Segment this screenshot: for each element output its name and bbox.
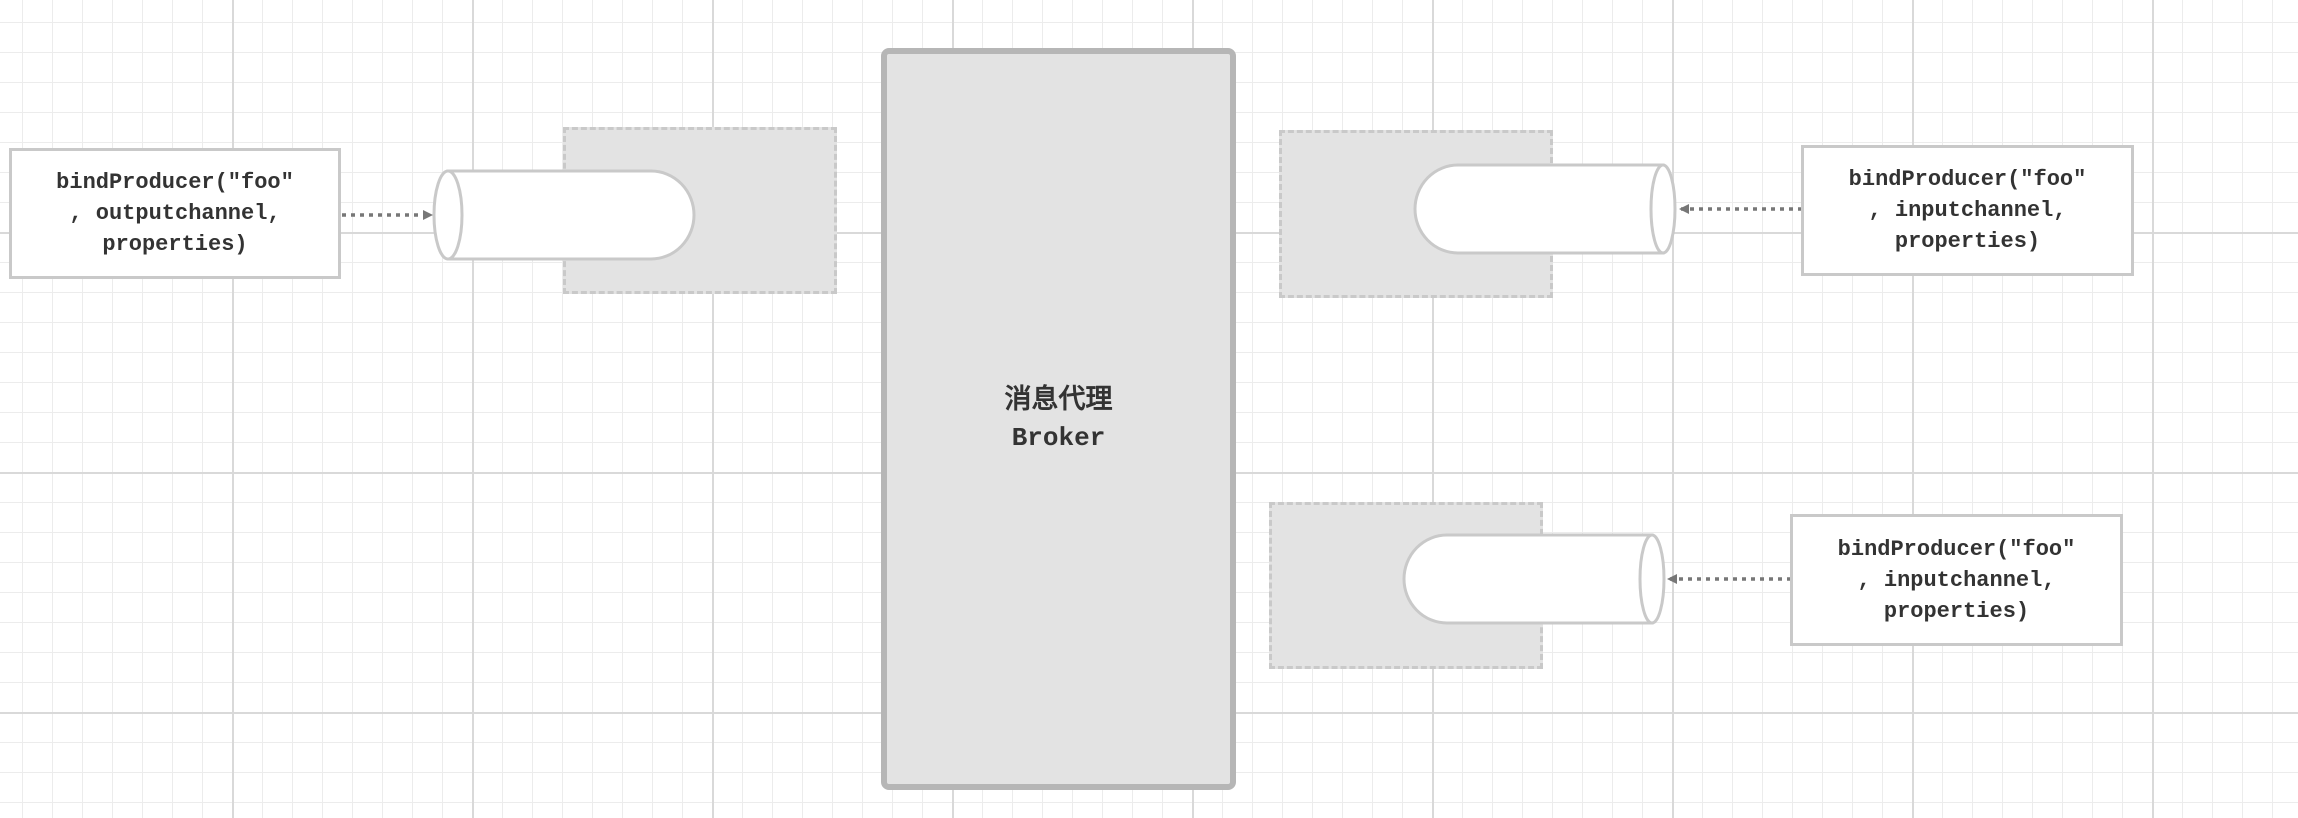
broker-title-en: Broker	[1011, 423, 1106, 453]
producer-call-line-3: properties)	[102, 232, 248, 257]
consumer-bottom-call-line-2: , inputchannel,	[1857, 567, 2056, 593]
consumer-bottom-call-line-1: bindProducer("foo"	[1837, 536, 2076, 562]
consumer-top-call-line-3: properties)	[1894, 229, 2041, 254]
producer-call-line-2: , outputchannel,	[69, 201, 281, 226]
output-channel-cylinder	[432, 169, 696, 261]
broker-title-cn: 消息代理	[1004, 384, 1113, 415]
consumer-top-call-line-2: , inputchannel,	[1868, 198, 2067, 223]
input-channel-cylinder-top	[1413, 163, 1677, 255]
consumer-top-call-line-1: bindProducer("foo"	[1848, 167, 2087, 192]
consumer-call-box-bottom: bindProducer("foo" , inputchannel, prope…	[1790, 514, 2123, 646]
consumer-bottom-call-line-3: properties)	[1883, 598, 2030, 624]
input-channel-cylinder-bottom	[1402, 533, 1666, 625]
message-broker: 消息代理 Broker	[881, 48, 1236, 790]
consumer-call-box-top: bindProducer("foo" , inputchannel, prope…	[1801, 145, 2134, 276]
producer-call-line-1: bindProducer("foo"	[56, 170, 294, 195]
producer-call-box: bindProducer("foo" , outputchannel, prop…	[9, 148, 341, 279]
